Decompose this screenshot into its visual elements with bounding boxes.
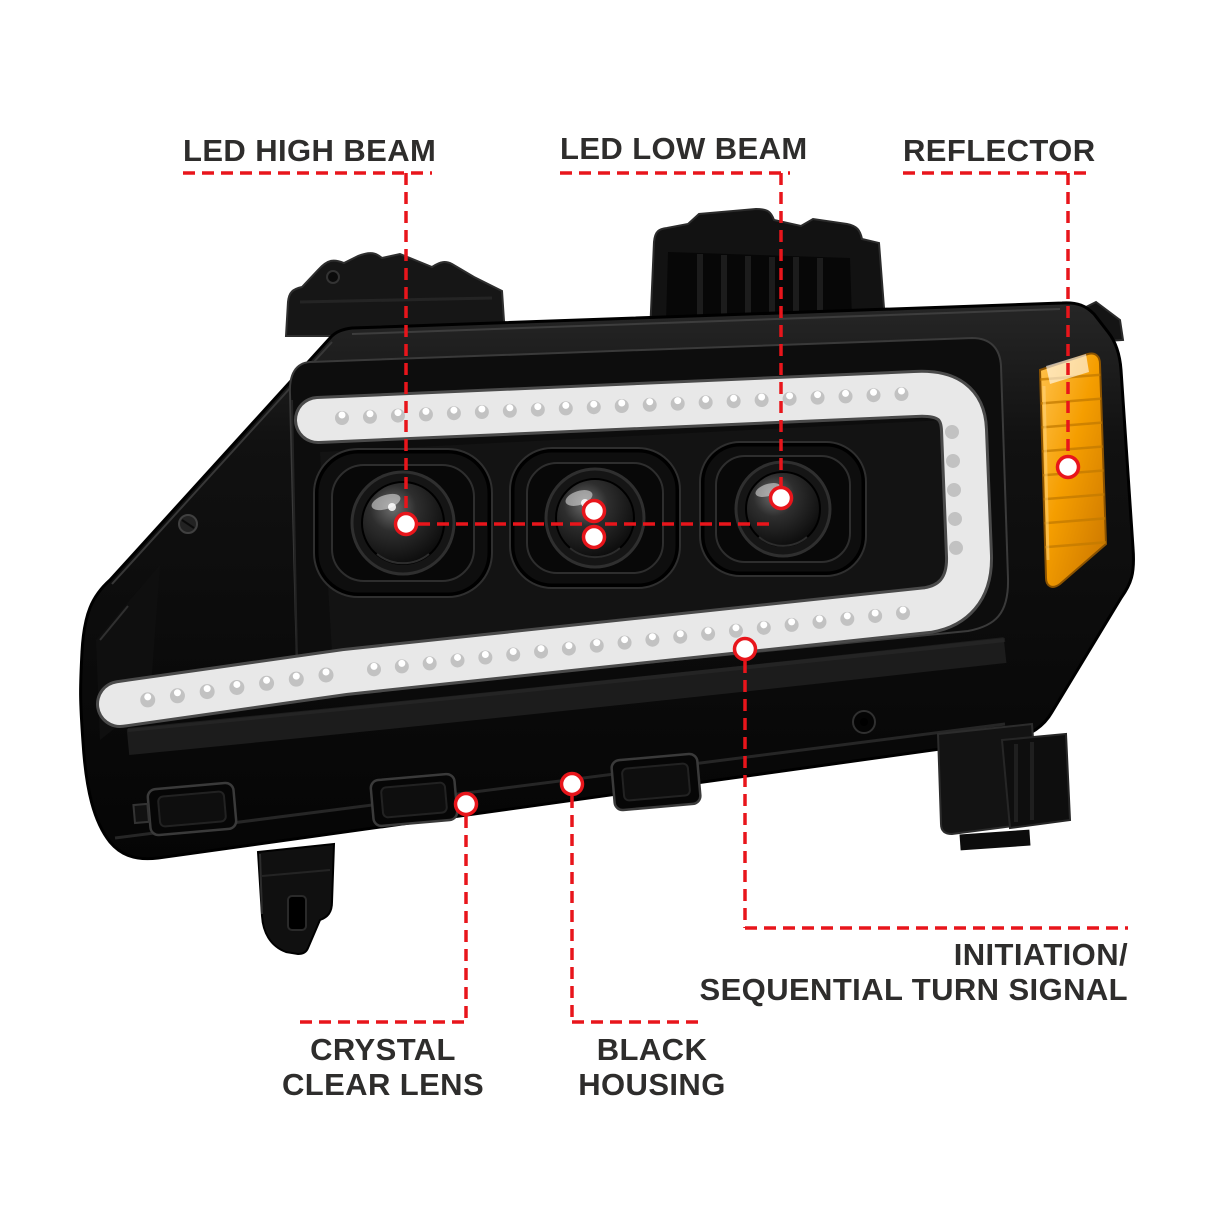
callout-dot-center-lower bbox=[581, 524, 607, 550]
led-drl-light-bar bbox=[96, 369, 993, 728]
callout-label-turn-signal-line1: INITIATION/ bbox=[953, 937, 1128, 972]
callout-label-turn-signal-line2: SEQUENTIAL TURN SIGNAL bbox=[699, 972, 1128, 1007]
callout-label-led-high-beam: LED HIGH BEAM bbox=[183, 133, 437, 168]
callout-label-turn-signal: INITIATION/ SEQUENTIAL TURN SIGNAL bbox=[700, 937, 1128, 1007]
mounting-bracket-left bbox=[284, 252, 507, 337]
callout-label-crystal-lens-line1: CRYSTAL bbox=[310, 1032, 456, 1067]
callout-label-led-low-beam: LED LOW BEAM bbox=[560, 131, 808, 166]
wiring-connectors bbox=[132, 752, 702, 837]
callout-label-black-housing-line2: HOUSING bbox=[578, 1067, 726, 1102]
callout-lines bbox=[183, 171, 1128, 1024]
callout-dot-center-upper bbox=[581, 498, 607, 524]
callout-dot-low-beam bbox=[768, 485, 794, 511]
callout-label-black-housing-line1: BLACK bbox=[596, 1032, 708, 1067]
callout-label-black-housing: BLACK HOUSING bbox=[578, 1032, 725, 1102]
callout-dot-high-beam bbox=[393, 511, 419, 537]
mounting-bracket-lower-right bbox=[936, 722, 1072, 851]
callout-dot-turn-signal bbox=[732, 636, 758, 662]
callout-label-crystal-lens-line2: CLEAR LENS bbox=[281, 1067, 485, 1102]
mounting-tab-bottom-left bbox=[256, 842, 336, 956]
callout-dots bbox=[393, 454, 1081, 817]
callout-label-crystal-lens: CRYSTAL CLEAR LENS bbox=[282, 1032, 484, 1102]
mounting-bracket-center bbox=[648, 207, 888, 335]
lower-housing-details bbox=[114, 637, 1007, 840]
callout-dot-black-housing bbox=[559, 771, 585, 797]
callout-label-reflector: REFLECTOR bbox=[903, 133, 1096, 168]
callout-dot-crystal-lens bbox=[453, 791, 479, 817]
callout-dot-reflector bbox=[1055, 454, 1081, 480]
